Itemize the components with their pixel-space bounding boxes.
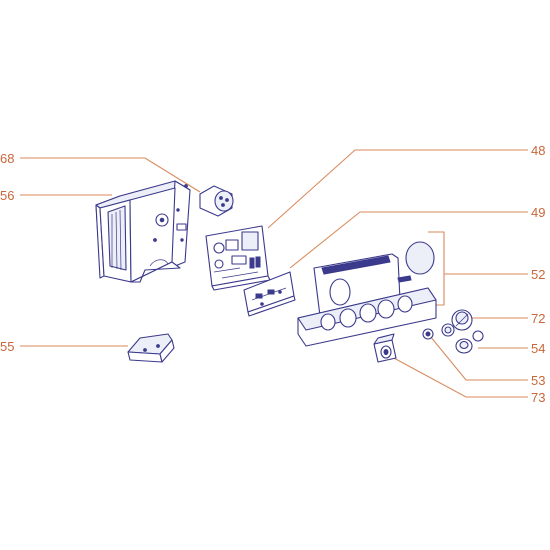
callout-49: 49 bbox=[531, 205, 545, 220]
part-54-small-knobs bbox=[441, 323, 484, 354]
part-55-bracket bbox=[127, 333, 175, 363]
part-52-front-panel bbox=[297, 241, 437, 347]
part-49-small-pcb bbox=[243, 271, 296, 317]
callout-56: 56 bbox=[0, 188, 14, 203]
leader-48 bbox=[267, 149, 528, 229]
part-68-plug bbox=[199, 185, 234, 217]
leader-73 bbox=[391, 356, 528, 398]
leader-49 bbox=[289, 211, 528, 269]
callout-numbers: 68 56 55 48 49 52 72 54 53 73 bbox=[0, 143, 545, 405]
part-56-housing bbox=[95, 180, 191, 283]
callout-55: 55 bbox=[0, 339, 14, 354]
callout-52: 52 bbox=[531, 267, 545, 282]
part-48-main-pcb bbox=[205, 225, 271, 291]
part-73-switch bbox=[373, 333, 397, 363]
callout-48: 48 bbox=[531, 143, 545, 158]
leader-53 bbox=[429, 335, 528, 381]
callout-72: 72 bbox=[531, 311, 545, 326]
part-72-large-knob bbox=[451, 309, 473, 331]
callout-53: 53 bbox=[531, 373, 545, 388]
leader-lines bbox=[20, 149, 528, 398]
part-53-small-button bbox=[422, 328, 434, 340]
callout-73: 73 bbox=[531, 390, 545, 405]
callout-68: 68 bbox=[0, 151, 14, 166]
leader-68 bbox=[20, 157, 201, 193]
callout-54: 54 bbox=[531, 341, 545, 356]
